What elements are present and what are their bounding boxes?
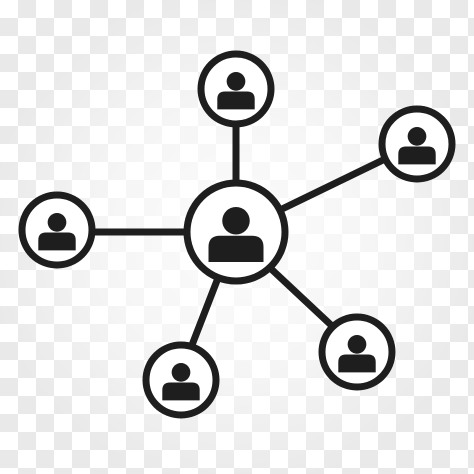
node-upper-right bbox=[378, 105, 456, 183]
connections bbox=[90, 120, 387, 349]
node-bottom-left bbox=[142, 341, 220, 419]
node-left bbox=[18, 191, 96, 269]
node-top bbox=[197, 50, 275, 128]
hub-node bbox=[183, 179, 289, 285]
edge-hub-bottom-right bbox=[264, 262, 335, 329]
edge-hub-bottom-left bbox=[188, 274, 222, 349]
edge-hub-upper-right bbox=[276, 156, 387, 214]
node-bottom-right bbox=[318, 313, 396, 391]
